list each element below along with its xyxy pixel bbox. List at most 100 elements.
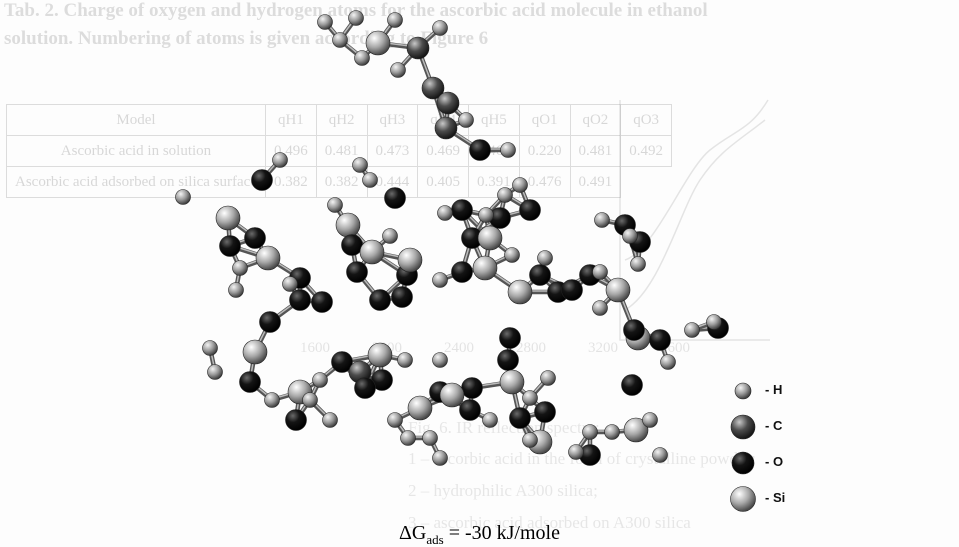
atom-si	[407, 395, 433, 421]
atom-o	[497, 349, 519, 371]
legend-atom-h-icon	[734, 382, 752, 400]
atom-h	[497, 187, 513, 203]
atom-o	[259, 311, 281, 333]
bleedthrough-table-cell: 0.405	[417, 166, 469, 198]
bleedthrough-plot-tick: 2800	[516, 340, 546, 356]
atom-o	[354, 377, 376, 399]
atom-h	[437, 205, 453, 221]
atom-o	[311, 291, 333, 313]
atom-h	[432, 20, 448, 36]
atom-h	[594, 212, 610, 228]
atom-c	[406, 36, 430, 60]
bleedthrough-table-cell: 0.391	[468, 166, 520, 198]
atom-o	[244, 227, 266, 249]
legend-item-o: - O	[728, 447, 848, 483]
atom-h	[622, 228, 638, 244]
atom-c	[434, 116, 458, 140]
atom-o	[384, 187, 406, 209]
atom-h	[352, 157, 368, 173]
legend-item-c: - C	[728, 411, 848, 447]
atom-o	[251, 169, 273, 191]
atom-si	[439, 382, 465, 408]
atom-h	[207, 364, 223, 380]
atom-h	[432, 450, 448, 466]
atom-o	[561, 279, 583, 301]
atom-h	[272, 152, 288, 168]
atom-h	[482, 412, 498, 428]
atom-si	[507, 279, 533, 305]
atom-h	[604, 424, 620, 440]
atom-h	[478, 207, 494, 223]
atom-si	[367, 342, 393, 368]
atom-h	[706, 314, 722, 330]
atom-h	[332, 32, 348, 48]
caption-delta-g: ΔG	[399, 522, 427, 544]
atom-h	[317, 14, 333, 30]
atom-o	[331, 351, 353, 373]
bleedthrough-table-cell: 0.491	[569, 166, 622, 198]
atom-h	[432, 352, 448, 368]
atom-o	[649, 329, 671, 351]
atom-o	[469, 139, 491, 161]
atom-o	[461, 377, 483, 399]
bleedthrough-plot-tick: 2400	[444, 340, 474, 356]
atom-h	[175, 189, 191, 205]
atom-o	[459, 399, 481, 421]
atom-h	[397, 352, 413, 368]
caption-value: = -30 kJ/mole	[443, 522, 560, 544]
legend-atom-c-icon	[730, 414, 756, 440]
atom-h	[400, 430, 416, 446]
legend-label: - H	[765, 382, 783, 397]
atom-o	[239, 371, 261, 393]
atom-h	[348, 10, 364, 26]
bleedthrough-table-cell: 0.481	[569, 135, 622, 167]
atom-o	[289, 289, 311, 311]
atom-o	[499, 327, 521, 349]
atom-si	[365, 30, 391, 56]
bleedthrough-table-cell: 0.492	[620, 135, 672, 167]
atom-h	[362, 172, 378, 188]
atom-si	[335, 212, 361, 238]
legend-label: - C	[765, 418, 783, 433]
atom-o	[285, 409, 307, 431]
atom-c	[421, 76, 445, 100]
bleedthrough-figcaption-3: 2 – hydrophilic A300 silica;	[408, 481, 598, 500]
atom-o	[623, 319, 645, 341]
atom-h	[500, 142, 516, 158]
atom-h	[522, 432, 538, 448]
atom-h	[282, 276, 298, 292]
atom-h	[540, 370, 556, 386]
atom-o	[451, 199, 473, 221]
atom-h	[387, 412, 403, 428]
atom-h	[322, 412, 338, 428]
atom-c	[436, 91, 460, 115]
bleedthrough-table-cell: Ascorbic acid adsorbed on silica surface	[6, 166, 266, 198]
bleedthrough-plot-tick: 3200	[588, 340, 618, 356]
atom-h	[387, 12, 403, 28]
atom-o	[621, 374, 643, 396]
bleedthrough-table-cell: 0.469	[417, 135, 469, 167]
atom-h	[582, 424, 598, 440]
atom-o	[341, 234, 363, 256]
atom-h	[327, 197, 343, 213]
legend-atom-o-icon	[731, 451, 755, 475]
atom-o	[509, 407, 531, 429]
atom-h	[537, 250, 553, 266]
atom-o	[346, 261, 368, 283]
atom-h	[422, 430, 438, 446]
atom-si	[359, 239, 385, 265]
atom-si	[255, 245, 281, 271]
atom-si	[477, 225, 503, 251]
atom-si	[623, 417, 649, 443]
atom-o	[534, 401, 556, 423]
bleedthrough-table-cell: 0.382	[265, 166, 317, 198]
bleedthrough-figcaption-4: 3 – ascorbic acid adsorbed on A300 silic…	[408, 513, 691, 532]
atom-si	[499, 369, 525, 395]
atom-o	[519, 199, 541, 221]
bleedthrough-table-cell: 0.473	[366, 135, 419, 167]
atom-o	[369, 289, 391, 311]
bleedthrough-table-cell: 0.220	[518, 135, 571, 167]
atom-h	[512, 177, 528, 193]
atom-h	[354, 50, 370, 66]
